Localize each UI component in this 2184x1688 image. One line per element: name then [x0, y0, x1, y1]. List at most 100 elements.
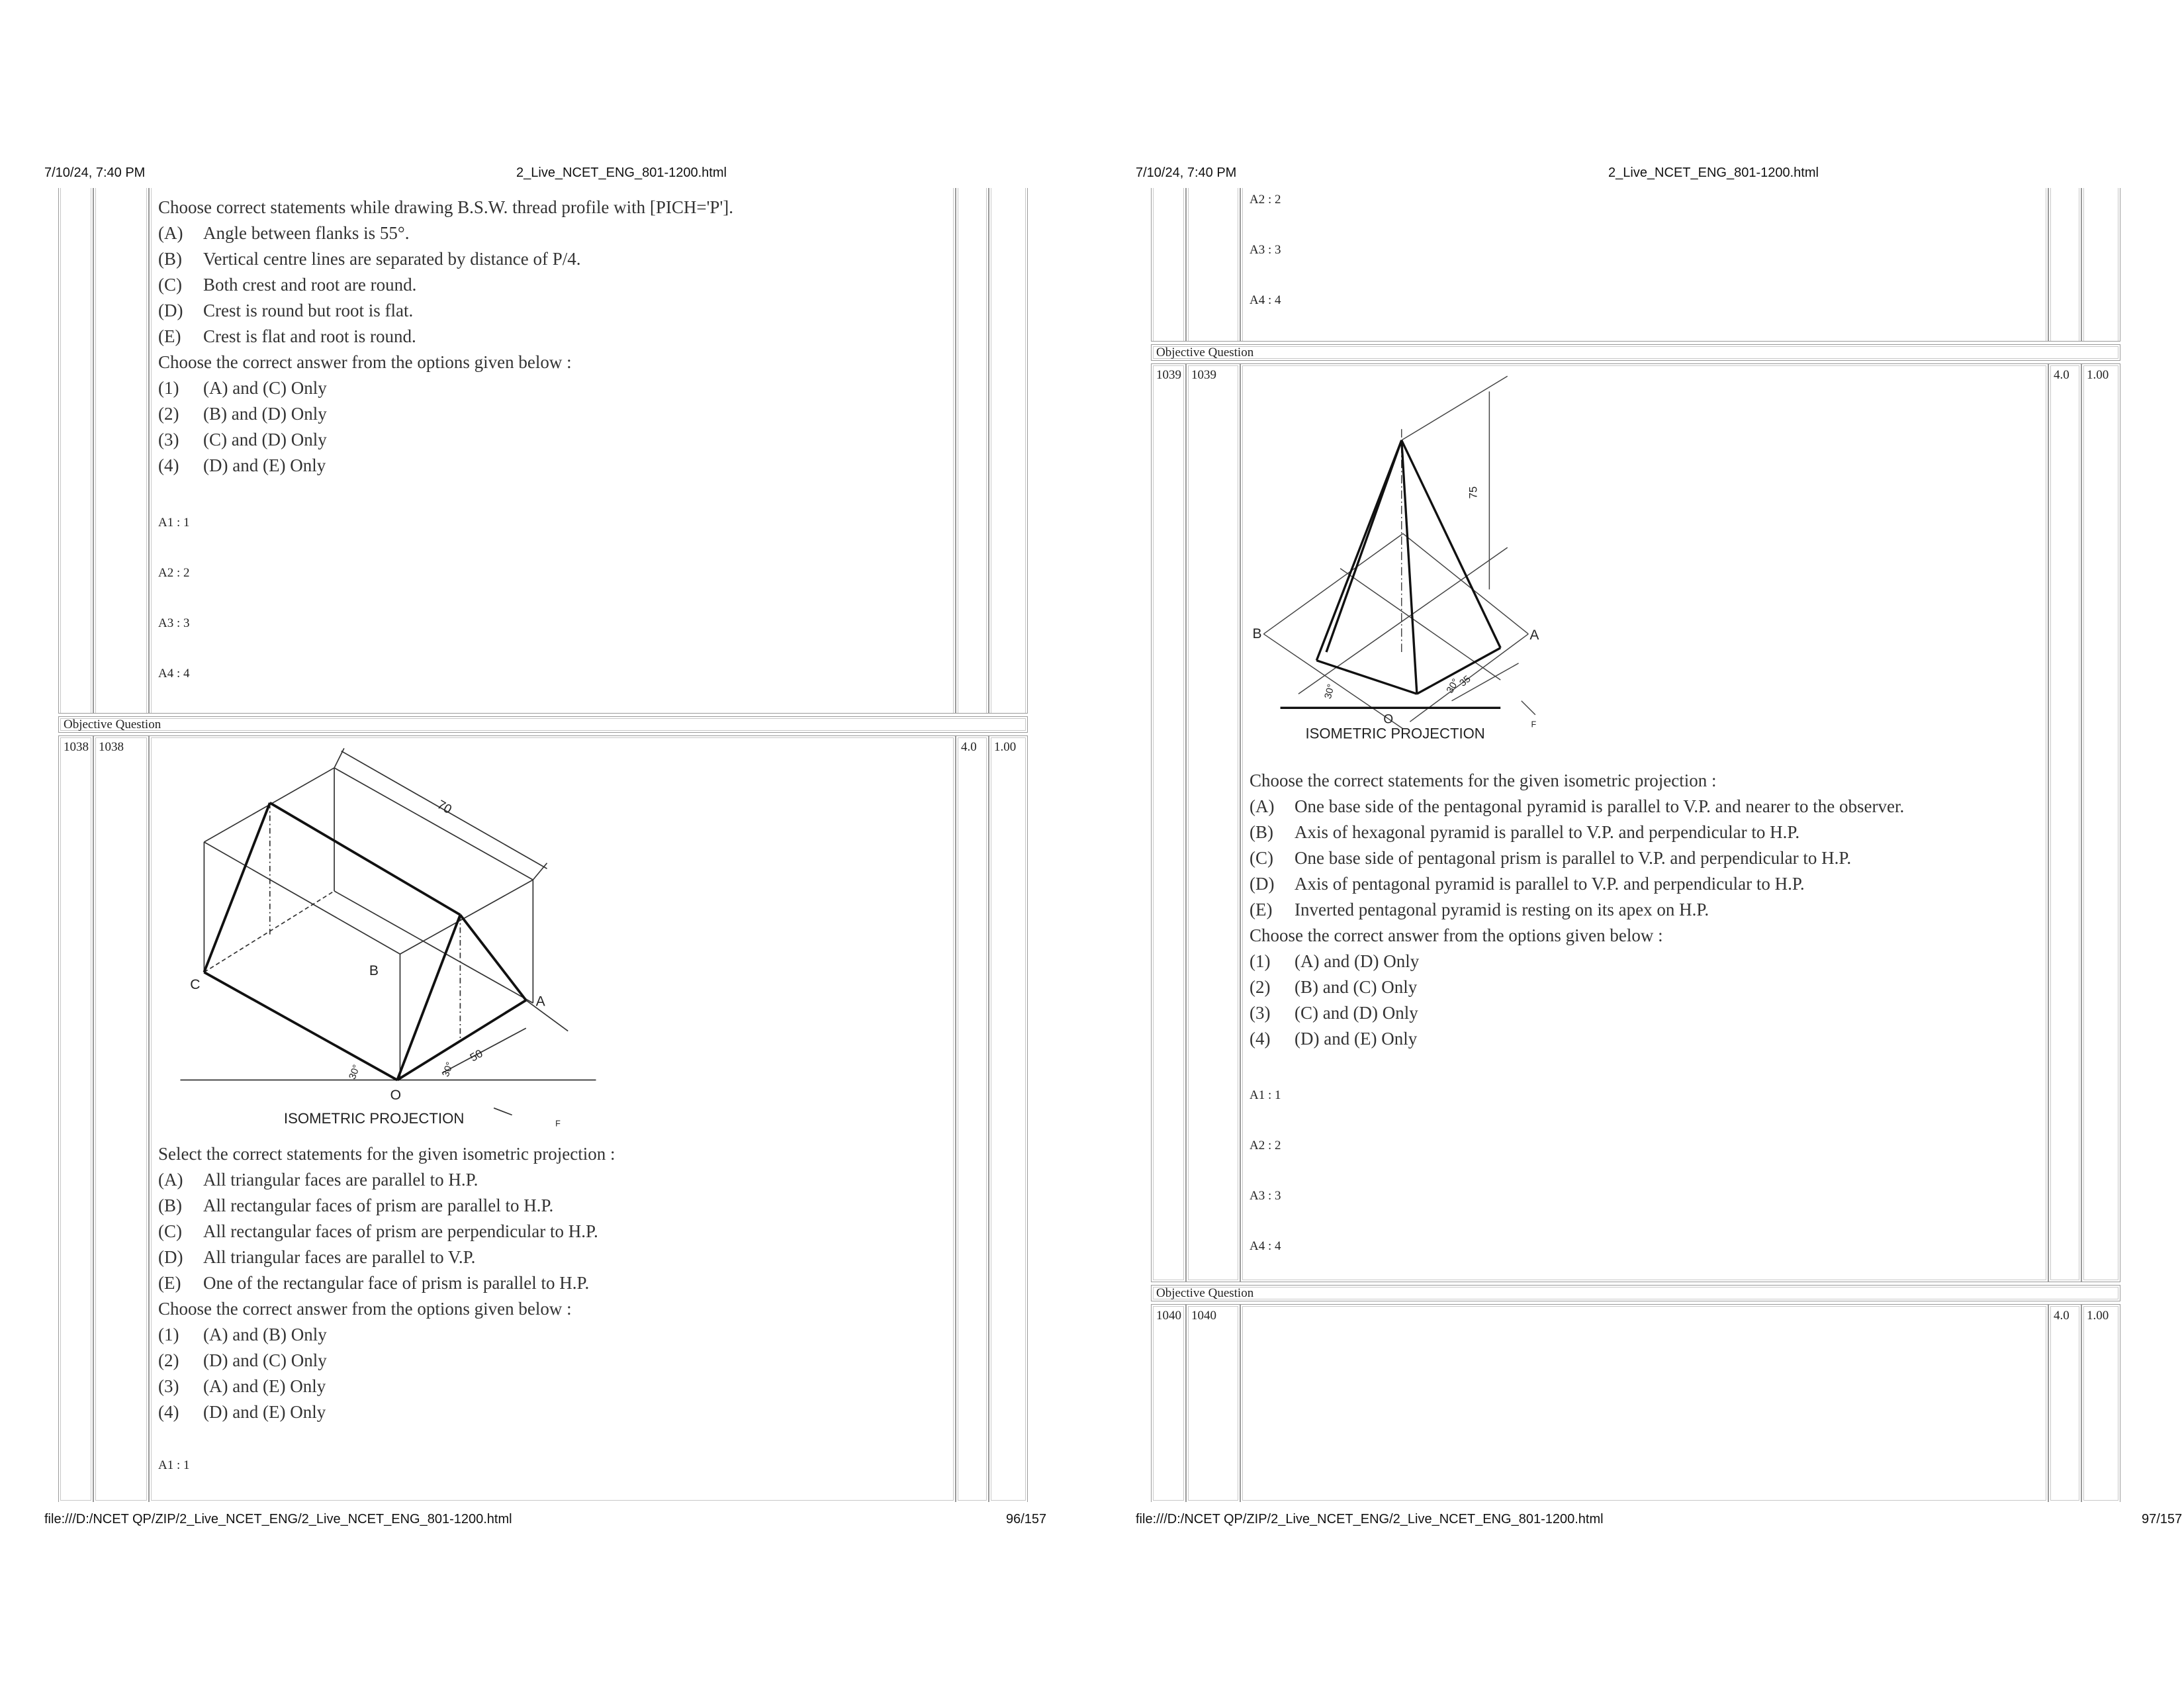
- isometric-prism-figure: 70 B C A O 30° 30° 50 ISOMETRIC PROJECTI…: [180, 747, 596, 1128]
- dimension-50-label: 50: [468, 1047, 485, 1064]
- statement-label: (A): [158, 223, 183, 243]
- question-stem: Select the correct statements for the gi…: [158, 1141, 615, 1167]
- statement-label: (E): [158, 326, 181, 346]
- sno-cell: [58, 188, 93, 714]
- statement-text: (A) and (E) Only: [203, 1376, 326, 1396]
- section-label: Objective Question: [1151, 1285, 2120, 1301]
- statement-line: (2) (B) and (D) Only: [158, 401, 733, 427]
- statement-label: (C): [1250, 848, 1273, 868]
- answer-option-2: A2 : 2: [158, 566, 190, 580]
- answer-option-3: A3 : 3: [1250, 243, 1281, 257]
- statement-line: (3)(C) and (D) Only: [1250, 1000, 1904, 1026]
- statement-text: Angle between flanks is 55°.: [203, 223, 410, 243]
- statement-text: (B) and (D) Only: [203, 404, 327, 424]
- question-cell: A2 : 2 A3 : 3 A4 : 4: [1240, 188, 2048, 342]
- statement-text: (A) and (D) Only: [1295, 951, 1420, 971]
- f-label: F: [555, 1119, 561, 1128]
- f-label: F: [1531, 720, 1537, 729]
- statement-text: Choose correct statements while drawing …: [158, 197, 734, 217]
- statement-text: All rectangular faces of prism are paral…: [203, 1196, 554, 1215]
- statement-label: (D): [1250, 874, 1275, 894]
- answer-option-3: A3 : 3: [158, 616, 190, 630]
- question-table: A2 : 2 A3 : 3 A4 : 4 Objective Question …: [1151, 188, 2120, 1502]
- statement-label: (E): [1250, 900, 1273, 919]
- point-a-label: A: [1529, 628, 1539, 643]
- statement-label: (D): [158, 301, 183, 320]
- question-cell: 75 B A O 30° 30° 35 ISOMETRIC PROJECTION…: [1240, 363, 2048, 1282]
- statement-line: (B)All rectangular faces of prism are pa…: [158, 1193, 615, 1219]
- statement-label: (4): [1250, 1029, 1271, 1049]
- statement-line: (1) (A) and (D) Only: [1250, 949, 1904, 974]
- page-97: 7/10/24, 7:40 PM 2_Live_NCET_ENG_801-120…: [1092, 0, 2184, 1688]
- header-date: 7/10/24, 7:40 PM: [44, 165, 146, 180]
- dimension-35-label: 35: [1458, 674, 1473, 689]
- point-b-label: B: [369, 963, 379, 978]
- statement-text: (D) and (E) Only: [1295, 1029, 1418, 1049]
- statement-line: (4) (D) and (E) Only: [1250, 1026, 1904, 1052]
- answer-option-4: A4 : 4: [1250, 1239, 1281, 1253]
- negative-marks-cell: 1.00: [2081, 1304, 2120, 1502]
- qid-cell: [1186, 188, 1240, 342]
- statement-text: Choose the correct answer from the optio…: [158, 352, 572, 372]
- statement-text: Select the correct statements for the gi…: [158, 1144, 615, 1164]
- statement-line: (4)(D) and (E) Only: [158, 1399, 615, 1425]
- question-stem: Choose correct statements while drawing …: [158, 195, 733, 220]
- negative-cell: [989, 188, 1028, 714]
- qid-cell: [93, 188, 149, 714]
- question-cell: Choose correct statements while drawing …: [149, 188, 956, 714]
- statement-line: (3)(A) and (E) Only: [158, 1374, 615, 1399]
- statement-text: One base side of pentagonal prism is par…: [1295, 848, 1852, 868]
- statement-text: All rectangular faces of prism are perpe…: [203, 1221, 598, 1241]
- page-number: 97/157: [2142, 1512, 2183, 1526]
- statement-text: (C) and (D) Only: [203, 430, 327, 449]
- marks-cell: 4.0: [2048, 1304, 2081, 1502]
- statement-text: Choose the correct answer from the optio…: [158, 1299, 572, 1319]
- statement-text: Both crest and root are round.: [203, 275, 417, 295]
- answer-option-4: A4 : 4: [158, 667, 190, 680]
- statement-line: (D)Crest is round but root is flat.: [158, 298, 733, 324]
- header-title: 2_Live_NCET_ENG_801-1200.html: [516, 165, 727, 180]
- statement-text: One of the rectangular face of prism is …: [203, 1273, 590, 1293]
- statement-line: (1)(A) and (B) Only: [158, 1322, 615, 1348]
- statement-label: (C): [158, 1221, 182, 1241]
- statement-line: (4) (D) and (E) Only: [158, 453, 733, 479]
- statement-label: (1): [1250, 951, 1271, 971]
- statement-text: Axis of hexagonal pyramid is parallel to…: [1295, 822, 1800, 842]
- question-stem: Choose the correct answer from the optio…: [158, 350, 733, 375]
- statement-text: All triangular faces are parallel to H.P…: [203, 1170, 478, 1190]
- statement-line: (A)All triangular faces are parallel to …: [158, 1167, 615, 1193]
- statement-label: (3): [1250, 1003, 1271, 1023]
- negative-marks-cell: 1.00: [2081, 363, 2120, 1282]
- statement-label: (B): [158, 249, 182, 269]
- point-c-label: C: [190, 977, 200, 992]
- statement-line: (E)Crest is flat and root is round.: [158, 324, 733, 350]
- statement-line: (D) Axis of pentagonal pyramid is paralle…: [1250, 871, 1904, 897]
- question-1039-text: Choose the correct statements for the gi…: [1250, 768, 1904, 1052]
- statement-text: (A) and (C) Only: [203, 378, 327, 398]
- statement-text: (A) and (B) Only: [203, 1325, 327, 1344]
- point-o-label: O: [390, 1088, 401, 1103]
- negative-marks-cell: 1.00: [989, 735, 1028, 1502]
- statement-label: (3): [158, 430, 179, 449]
- statement-label: (C): [158, 275, 182, 295]
- point-b-label: B: [1252, 626, 1261, 641]
- statement-text: (D) and (C) Only: [203, 1350, 327, 1370]
- answer-option-2: A2 : 2: [1250, 1139, 1281, 1152]
- statement-text: (D) and (E) Only: [203, 455, 326, 475]
- statement-text: Choose the correct answer from the optio…: [1250, 925, 1663, 945]
- statement-text: Vertical centre lines are separated by d…: [203, 249, 581, 269]
- statement-label: (2): [1250, 977, 1271, 997]
- figure-caption: ISOMETRIC PROJECTION: [1305, 726, 1484, 742]
- statement-label: (4): [158, 455, 179, 475]
- question-cell: [1240, 1304, 2048, 1502]
- statement-text: (D) and (E) Only: [203, 1402, 326, 1422]
- answer-option-1: A1 : 1: [158, 1458, 190, 1472]
- statement-label: (2): [158, 404, 179, 424]
- statement-text: Axis of pentagonal pyramid is parallel t…: [1295, 874, 1805, 894]
- point-a-label: A: [536, 994, 546, 1009]
- section-label: Objective Question: [1151, 344, 2120, 361]
- answer-option-4: A4 : 4: [1250, 293, 1281, 307]
- statement-text: (B) and (C) Only: [1295, 977, 1418, 997]
- statement-text: Inverted pentagonal pyramid is resting o…: [1295, 900, 1709, 919]
- answer-option-1: A1 : 1: [158, 516, 190, 530]
